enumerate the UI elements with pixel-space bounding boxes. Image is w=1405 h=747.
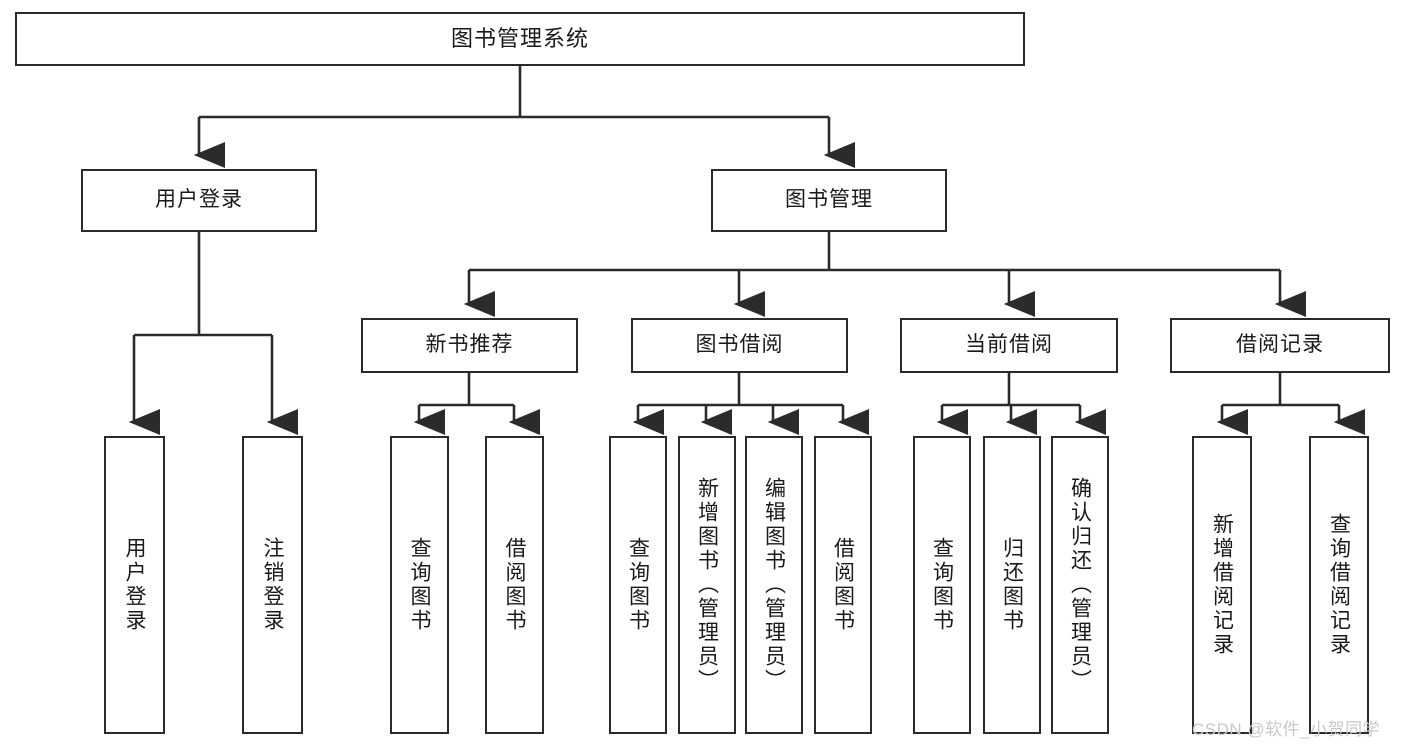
leaf-borrow-book-1-label: 借阅图书: [503, 537, 526, 633]
leaf-borrow-book-1[interactable]: 借阅图书: [485, 436, 544, 734]
node-book-borrow-label: 图书借阅: [695, 333, 784, 357]
node-user-login[interactable]: 用户登录: [81, 169, 317, 232]
node-root[interactable]: 图书管理系统: [15, 12, 1025, 66]
node-current-borrow[interactable]: 当前借阅: [900, 318, 1118, 373]
leaf-query-book-1[interactable]: 查询图书: [390, 436, 449, 734]
leaf-add-borrow-record-label: 新增借阅记录: [1210, 513, 1234, 657]
leaf-query-book-2-label: 查询图书: [626, 537, 650, 633]
node-borrow-record-label: 借阅记录: [1236, 333, 1324, 357]
leaf-add-borrow-record[interactable]: 新增借阅记录: [1192, 436, 1252, 734]
node-new-book-recommend[interactable]: 新书推荐: [361, 318, 578, 373]
leaf-query-borrow-record-label: 查询借阅记录: [1327, 513, 1351, 657]
leaf-add-book-admin[interactable]: 新增图书（管理员）: [678, 436, 736, 734]
watermark: CSDN @软件_小贺同学: [1192, 720, 1381, 739]
node-book-management-label: 图书管理: [785, 188, 873, 212]
leaf-query-book-2[interactable]: 查询图书: [609, 436, 667, 734]
leaf-return-book[interactable]: 归还图书: [983, 436, 1041, 734]
leaf-borrow-book-2[interactable]: 借阅图书: [814, 436, 872, 734]
node-root-label: 图书管理系统: [450, 26, 589, 52]
leaf-confirm-return-admin-label: 确认归还（管理员）: [1068, 477, 1092, 693]
leaf-logout[interactable]: 注销登录: [242, 436, 303, 734]
leaf-add-book-admin-label: 新增图书（管理员）: [695, 477, 719, 693]
leaf-query-book-3[interactable]: 查询图书: [913, 436, 971, 734]
leaf-confirm-return-admin[interactable]: 确认归还（管理员）: [1051, 436, 1109, 734]
leaf-user-login[interactable]: 用户登录: [104, 436, 165, 734]
node-new-book-recommend-label: 新书推荐: [425, 333, 514, 357]
node-borrow-record[interactable]: 借阅记录: [1170, 318, 1390, 373]
leaf-query-borrow-record[interactable]: 查询借阅记录: [1309, 436, 1369, 734]
leaf-edit-book-admin-label: 编辑图书（管理员）: [762, 477, 786, 693]
node-book-management[interactable]: 图书管理: [711, 169, 947, 232]
leaf-user-login-label: 用户登录: [123, 537, 146, 633]
leaf-return-book-label: 归还图书: [1000, 537, 1024, 633]
node-current-borrow-label: 当前借阅: [965, 333, 1053, 357]
node-book-borrow[interactable]: 图书借阅: [631, 318, 848, 373]
leaf-query-book-1-label: 查询图书: [408, 537, 431, 633]
node-user-login-label: 用户登录: [155, 188, 243, 212]
leaf-borrow-book-2-label: 借阅图书: [831, 537, 855, 633]
leaf-query-book-3-label: 查询图书: [930, 537, 954, 633]
leaf-logout-label: 注销登录: [261, 537, 284, 633]
leaf-edit-book-admin[interactable]: 编辑图书（管理员）: [745, 436, 803, 734]
